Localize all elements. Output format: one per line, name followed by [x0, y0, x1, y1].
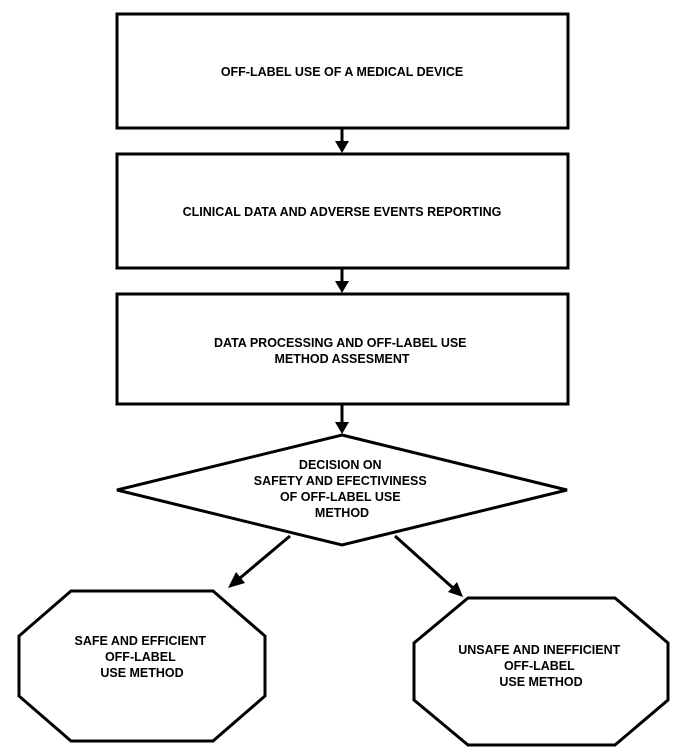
arrow-clinical-to-processing — [335, 268, 349, 293]
node-clinical-data-reporting-line-1: CLINICAL DATA AND ADVERSE EVENTS REPORTI… — [183, 205, 502, 219]
node-unsafe-outcome-line-3: USE METHOD — [499, 675, 582, 689]
connectors — [228, 128, 463, 597]
node-decision-line-4: METHOD — [315, 506, 369, 520]
octagon-safe-outcome — [17, 589, 267, 743]
node-unsafe-outcome-line-1: UNSAFE AND INEFFICIENT — [458, 643, 620, 657]
box-clinical-data-reporting — [115, 152, 570, 270]
node-clinical-data-reporting: CLINICAL DATA AND ADVERSE EVENTS REPORTI… — [115, 152, 570, 270]
node-decision-line-2: SAFETY AND EFECTIVINESS — [254, 474, 427, 488]
node-clinical-data-reporting-label: CLINICAL DATA AND ADVERSE EVENTS REPORTI… — [183, 205, 502, 219]
node-off-label-use-label: OFF-LABEL USE OF A MEDICAL DEVICE — [221, 65, 463, 79]
node-safe-outcome-line-3: USE METHOD — [100, 666, 183, 680]
arrow-decision-to-unsafe — [393, 534, 463, 597]
node-decision-line-3: OF OFF-LABEL USE — [280, 490, 401, 504]
node-unsafe-outcome: UNSAFE AND INEFFICIENT OFF-LABEL USE MET… — [412, 596, 670, 747]
node-decision: DECISION ON SAFETY AND EFECTIVINESS OF O… — [116, 433, 568, 547]
diamond-decision — [116, 433, 568, 547]
node-safe-outcome: SAFE AND EFFICIENT OFF-LABEL USE METHOD — [17, 589, 267, 743]
box-off-label-use — [115, 12, 570, 130]
box-data-processing-assessment — [115, 292, 570, 406]
node-data-processing-assessment: DATA PROCESSING AND OFF-LABEL USE METHOD… — [115, 292, 570, 406]
node-safe-outcome-label: SAFE AND EFFICIENT OFF-LABEL USE METHOD — [75, 634, 210, 680]
node-data-processing-assessment-line-1: DATA PROCESSING AND OFF-LABEL USE — [214, 336, 467, 350]
node-safe-outcome-line-2: OFF-LABEL — [105, 650, 176, 664]
arrow-off-label-to-clinical — [335, 128, 349, 153]
node-safe-outcome-line-1: SAFE AND EFFICIENT — [75, 634, 207, 648]
node-decision-label: DECISION ON SAFETY AND EFECTIVINESS OF O… — [254, 458, 430, 520]
arrow-processing-to-decision — [335, 404, 349, 434]
node-off-label-use: OFF-LABEL USE OF A MEDICAL DEVICE — [115, 12, 570, 130]
node-unsafe-outcome-line-2: OFF-LABEL — [504, 659, 575, 673]
node-data-processing-assessment-line-2: METHOD ASSESMENT — [275, 352, 410, 366]
node-off-label-use-line-1: OFF-LABEL USE OF A MEDICAL DEVICE — [221, 65, 463, 79]
node-decision-line-1: DECISION ON — [299, 458, 382, 472]
octagon-unsafe-outcome — [412, 596, 670, 747]
arrow-decision-to-safe — [228, 534, 291, 588]
node-unsafe-outcome-label: UNSAFE AND INEFFICIENT OFF-LABEL USE MET… — [458, 643, 624, 689]
node-data-processing-assessment-label: DATA PROCESSING AND OFF-LABEL USE METHOD… — [214, 336, 470, 366]
